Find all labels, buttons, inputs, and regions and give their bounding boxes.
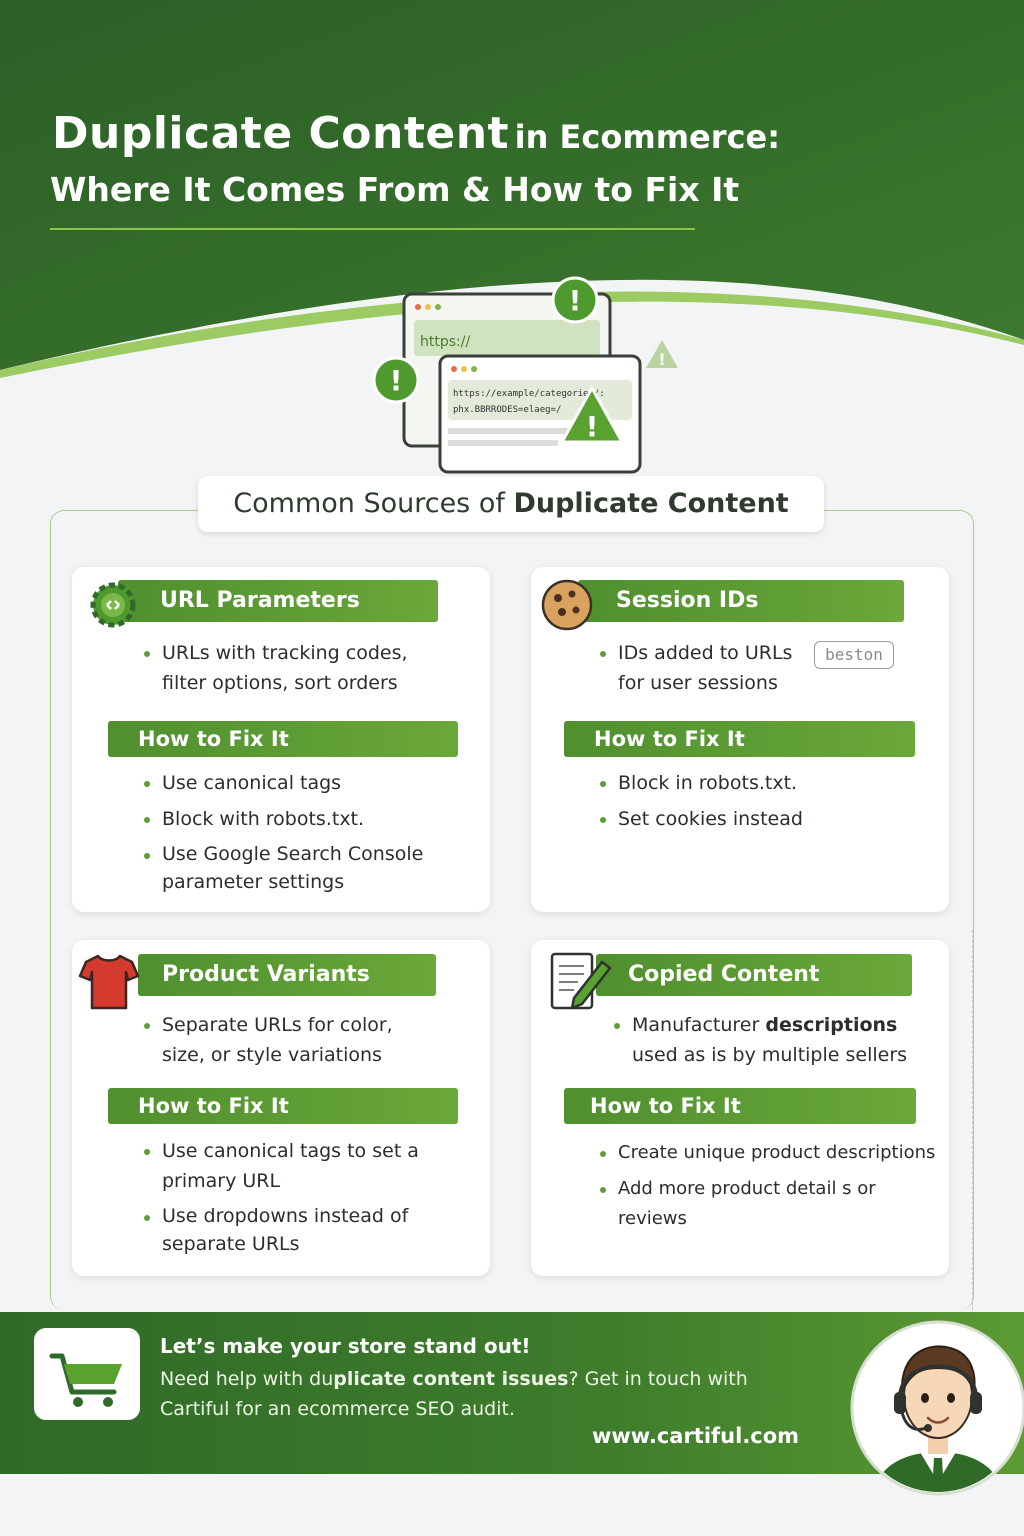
svg-text:!: ! bbox=[586, 410, 599, 443]
cta-title: Let’s make your store stand out! bbox=[160, 1334, 531, 1358]
section-title-strong: Duplicate Content bbox=[513, 488, 789, 519]
hero-banner bbox=[0, 0, 1024, 380]
title-divider bbox=[50, 228, 695, 230]
list-item: Use dropdowns instead of separate URLs bbox=[144, 1202, 434, 1258]
card-title-session-ids: Session IDs bbox=[578, 580, 904, 622]
title-strong: Duplicate Content bbox=[52, 108, 510, 159]
front-url-line2: phx.BBRRODES=elaeg=/ bbox=[453, 405, 561, 415]
fix-title-copied-content: How to Fix It bbox=[564, 1088, 916, 1124]
shopping-cart-icon bbox=[49, 1353, 122, 1407]
fix-title-product-variants: How to Fix It bbox=[108, 1088, 458, 1124]
hero-background bbox=[0, 0, 1024, 378]
list-item: Separate URLs for color,size, or style v… bbox=[144, 1010, 474, 1070]
document-edit-icon bbox=[550, 952, 612, 1010]
tshirt-icon bbox=[78, 954, 140, 1010]
cart-logo-box bbox=[34, 1328, 140, 1420]
front-url-line1: https://example/categories/: bbox=[453, 389, 605, 399]
back-url-text: https:// bbox=[420, 334, 470, 350]
copied-content-fixes: Create unique product descriptions Add m… bbox=[600, 1138, 945, 1240]
page-title: Duplicate Content in Ecommerce: bbox=[52, 108, 780, 159]
title-rest: in Ecommerce: bbox=[514, 118, 780, 156]
gear-icon bbox=[90, 582, 136, 628]
session-ids-fixes: Block in robots.txt. Set cookies instead bbox=[600, 768, 920, 840]
list-item: Add more product detail s or reviews bbox=[600, 1174, 945, 1234]
page-subtitle: Where It Comes From & How to Fix It bbox=[50, 170, 740, 209]
url-params-description: URLs with tracking codes,filter options,… bbox=[144, 638, 474, 704]
url-params-fixes: Use canonical tags Block with robots.txt… bbox=[144, 768, 464, 902]
section-title: Common Sources of Duplicate Content bbox=[198, 476, 824, 532]
list-item: Use canonical tags bbox=[144, 768, 464, 798]
svg-text:!: ! bbox=[569, 284, 582, 317]
list-item: Use Google Search Console parameter sett… bbox=[144, 840, 464, 896]
svg-text:!: ! bbox=[658, 350, 665, 369]
product-variants-description: Separate URLs for color,size, or style v… bbox=[144, 1010, 474, 1076]
list-item: Use canonical tags to set a primary URL bbox=[144, 1136, 434, 1196]
card-title-copied-content: Copied Content bbox=[596, 954, 912, 996]
website-link[interactable]: www.cartiful.com bbox=[592, 1424, 800, 1448]
list-item: Block in robots.txt. bbox=[600, 768, 920, 798]
card-title-product-variants: Product Variants bbox=[138, 954, 436, 996]
card-title-url-parameters: URL Parameters bbox=[118, 580, 438, 622]
fix-title-session-ids: How to Fix It bbox=[564, 721, 915, 757]
fix-title-url-parameters: How to Fix It bbox=[108, 721, 458, 757]
duplicate-browser-illustration: https:// https://example/categories/: ph… bbox=[372, 276, 678, 474]
session-id-badge: beston bbox=[814, 641, 894, 669]
list-item: URLs with tracking codes,filter options,… bbox=[144, 638, 474, 698]
product-variants-fixes: Use canonical tags to set a primary URL … bbox=[144, 1136, 434, 1264]
support-agent-avatar bbox=[850, 1320, 1024, 1496]
svg-text:!: ! bbox=[390, 364, 403, 397]
frame-dashed-edge bbox=[972, 930, 973, 1310]
cookie-icon bbox=[541, 579, 593, 631]
list-item: Set cookies instead bbox=[600, 804, 920, 834]
list-item: Block with robots.txt. bbox=[144, 804, 464, 834]
list-item: Create unique product descriptions bbox=[600, 1138, 945, 1168]
cta-text: Need help with duplicate content issues?… bbox=[160, 1368, 748, 1420]
section-title-plain: Common Sources of bbox=[233, 488, 505, 519]
